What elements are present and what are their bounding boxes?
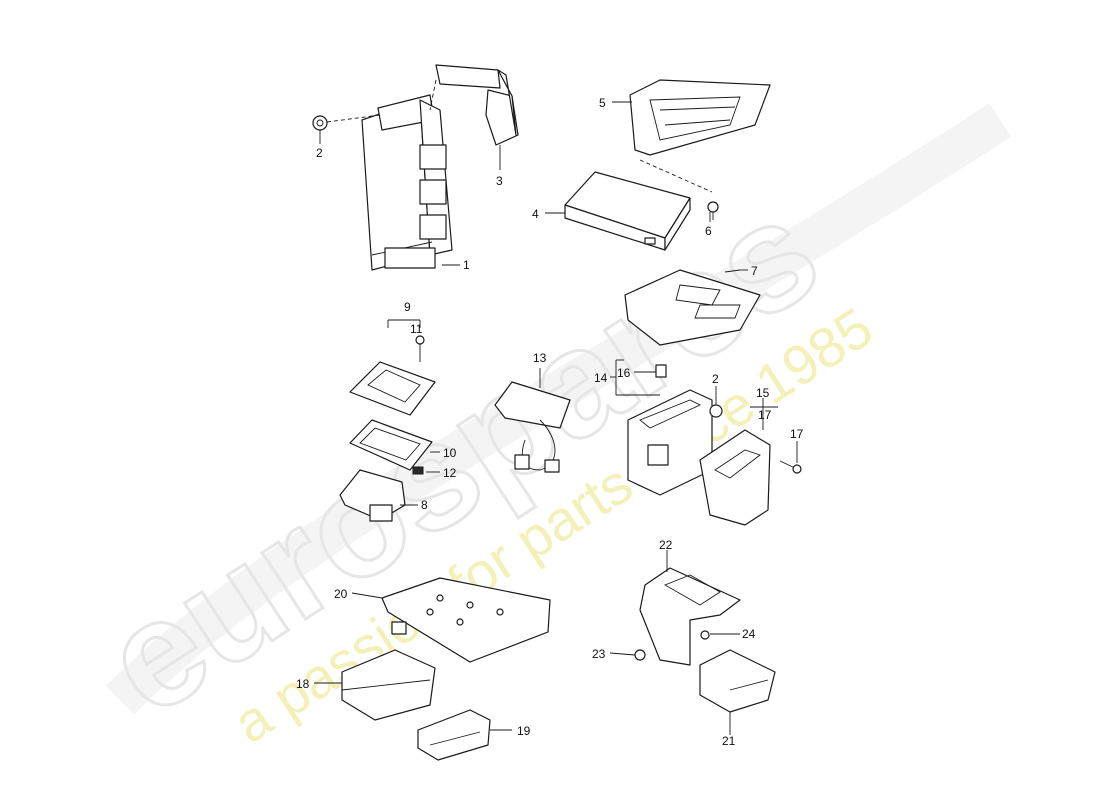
part-1-control-unit[interactable]: [361, 94, 453, 271]
leader-lines: [314, 101, 798, 735]
callout-11: 11: [410, 322, 423, 336]
callout-17: 17: [790, 427, 804, 441]
callout-2: 2: [316, 146, 323, 160]
callout-18: 18: [296, 677, 310, 691]
part-10-gasket[interactable]: [349, 419, 433, 471]
callout-13: 13: [533, 351, 547, 365]
callout-23: 23: [592, 647, 606, 661]
part-9-cover[interactable]: [349, 361, 436, 416]
callout-7: 7: [751, 264, 758, 278]
callout-19: 19: [517, 724, 531, 738]
part-20-tray[interactable]: [381, 577, 551, 663]
callout-3: 3: [496, 174, 503, 188]
part-5-carrier[interactable]: [629, 79, 771, 156]
part-16-bracket[interactable]: [655, 364, 667, 378]
part-24-screw[interactable]: [700, 630, 710, 640]
callout-15: 15: [756, 386, 770, 400]
callout-5: 5: [599, 96, 606, 110]
callouts: 1 2 3 4 5 6 7 8 9 10 11 12 13 14 15 16 1…: [296, 96, 804, 748]
callout-22: 22: [659, 538, 673, 552]
part-13-module[interactable]: [494, 381, 571, 473]
part-2-nut[interactable]: [312, 115, 328, 131]
callout-8: 8: [421, 498, 428, 512]
part-6-screw[interactable]: [707, 201, 719, 220]
part-15-cover[interactable]: [699, 429, 771, 526]
part-12-clip[interactable]: [412, 466, 424, 475]
part-7-bracket[interactable]: [624, 269, 761, 346]
callout-9: 9: [404, 300, 411, 314]
callout-20: 20: [334, 587, 348, 601]
part-23-nut[interactable]: [634, 649, 646, 661]
part-2-nut-right[interactable]: [709, 404, 723, 418]
callout-24: 24: [742, 627, 756, 641]
part-18-module[interactable]: [341, 649, 436, 721]
part-11-screw[interactable]: [415, 335, 425, 362]
callout-17-group: 17: [758, 408, 772, 422]
part-3-bracket[interactable]: [435, 64, 519, 146]
callout-12: 12: [443, 466, 457, 480]
part-21-sensor[interactable]: [699, 649, 776, 713]
callout-1: 1: [463, 258, 470, 272]
part-19-module[interactable]: [417, 709, 491, 761]
part-22-bracket[interactable]: [639, 567, 741, 666]
callout-10: 10: [443, 446, 457, 460]
part-4-module[interactable]: [564, 171, 691, 251]
callout-14: 14: [594, 371, 608, 385]
callout-6: 6: [705, 224, 712, 238]
part-8-housing[interactable]: [339, 469, 406, 522]
callout-16: 16: [617, 366, 631, 380]
callout-4: 4: [532, 207, 539, 221]
part-17-screw[interactable]: [779, 460, 802, 474]
callout-21: 21: [722, 734, 736, 748]
callout-2-right: 2: [712, 372, 719, 386]
